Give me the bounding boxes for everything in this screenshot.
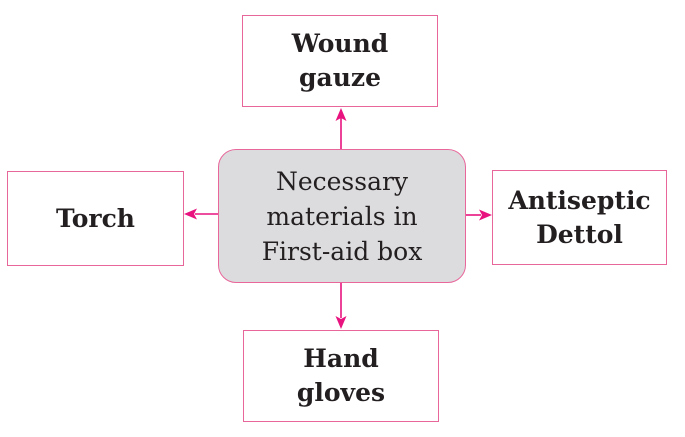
- center-node-line: Necessary: [275, 166, 409, 196]
- center-node-line: First-aid box: [261, 236, 423, 266]
- center-node-line: materials in: [266, 201, 418, 231]
- node-hand-gloves: Hand gloves: [243, 330, 439, 422]
- arrow-to-top: [335, 108, 347, 149]
- arrow-to-left: [184, 208, 218, 220]
- arrow-to-bottom: [335, 283, 347, 329]
- center-node-first-aid-box: Necessary materials in First-aid box: [218, 149, 466, 283]
- node-antiseptic-dettol: Antiseptic Dettol: [492, 170, 667, 265]
- node-label-line: Torch: [56, 203, 135, 233]
- node-wound-gauze: Wound gauze: [242, 15, 438, 107]
- arrow-to-right: [466, 209, 492, 221]
- node-torch: Torch: [7, 171, 184, 266]
- node-label-line: Wound: [291, 29, 389, 58]
- node-label-line: Hand: [303, 344, 379, 373]
- node-label-line: gauze: [299, 63, 381, 92]
- node-label-line: Antiseptic: [508, 185, 651, 215]
- node-label-line: Dettol: [536, 219, 623, 249]
- node-label-line: gloves: [296, 378, 386, 407]
